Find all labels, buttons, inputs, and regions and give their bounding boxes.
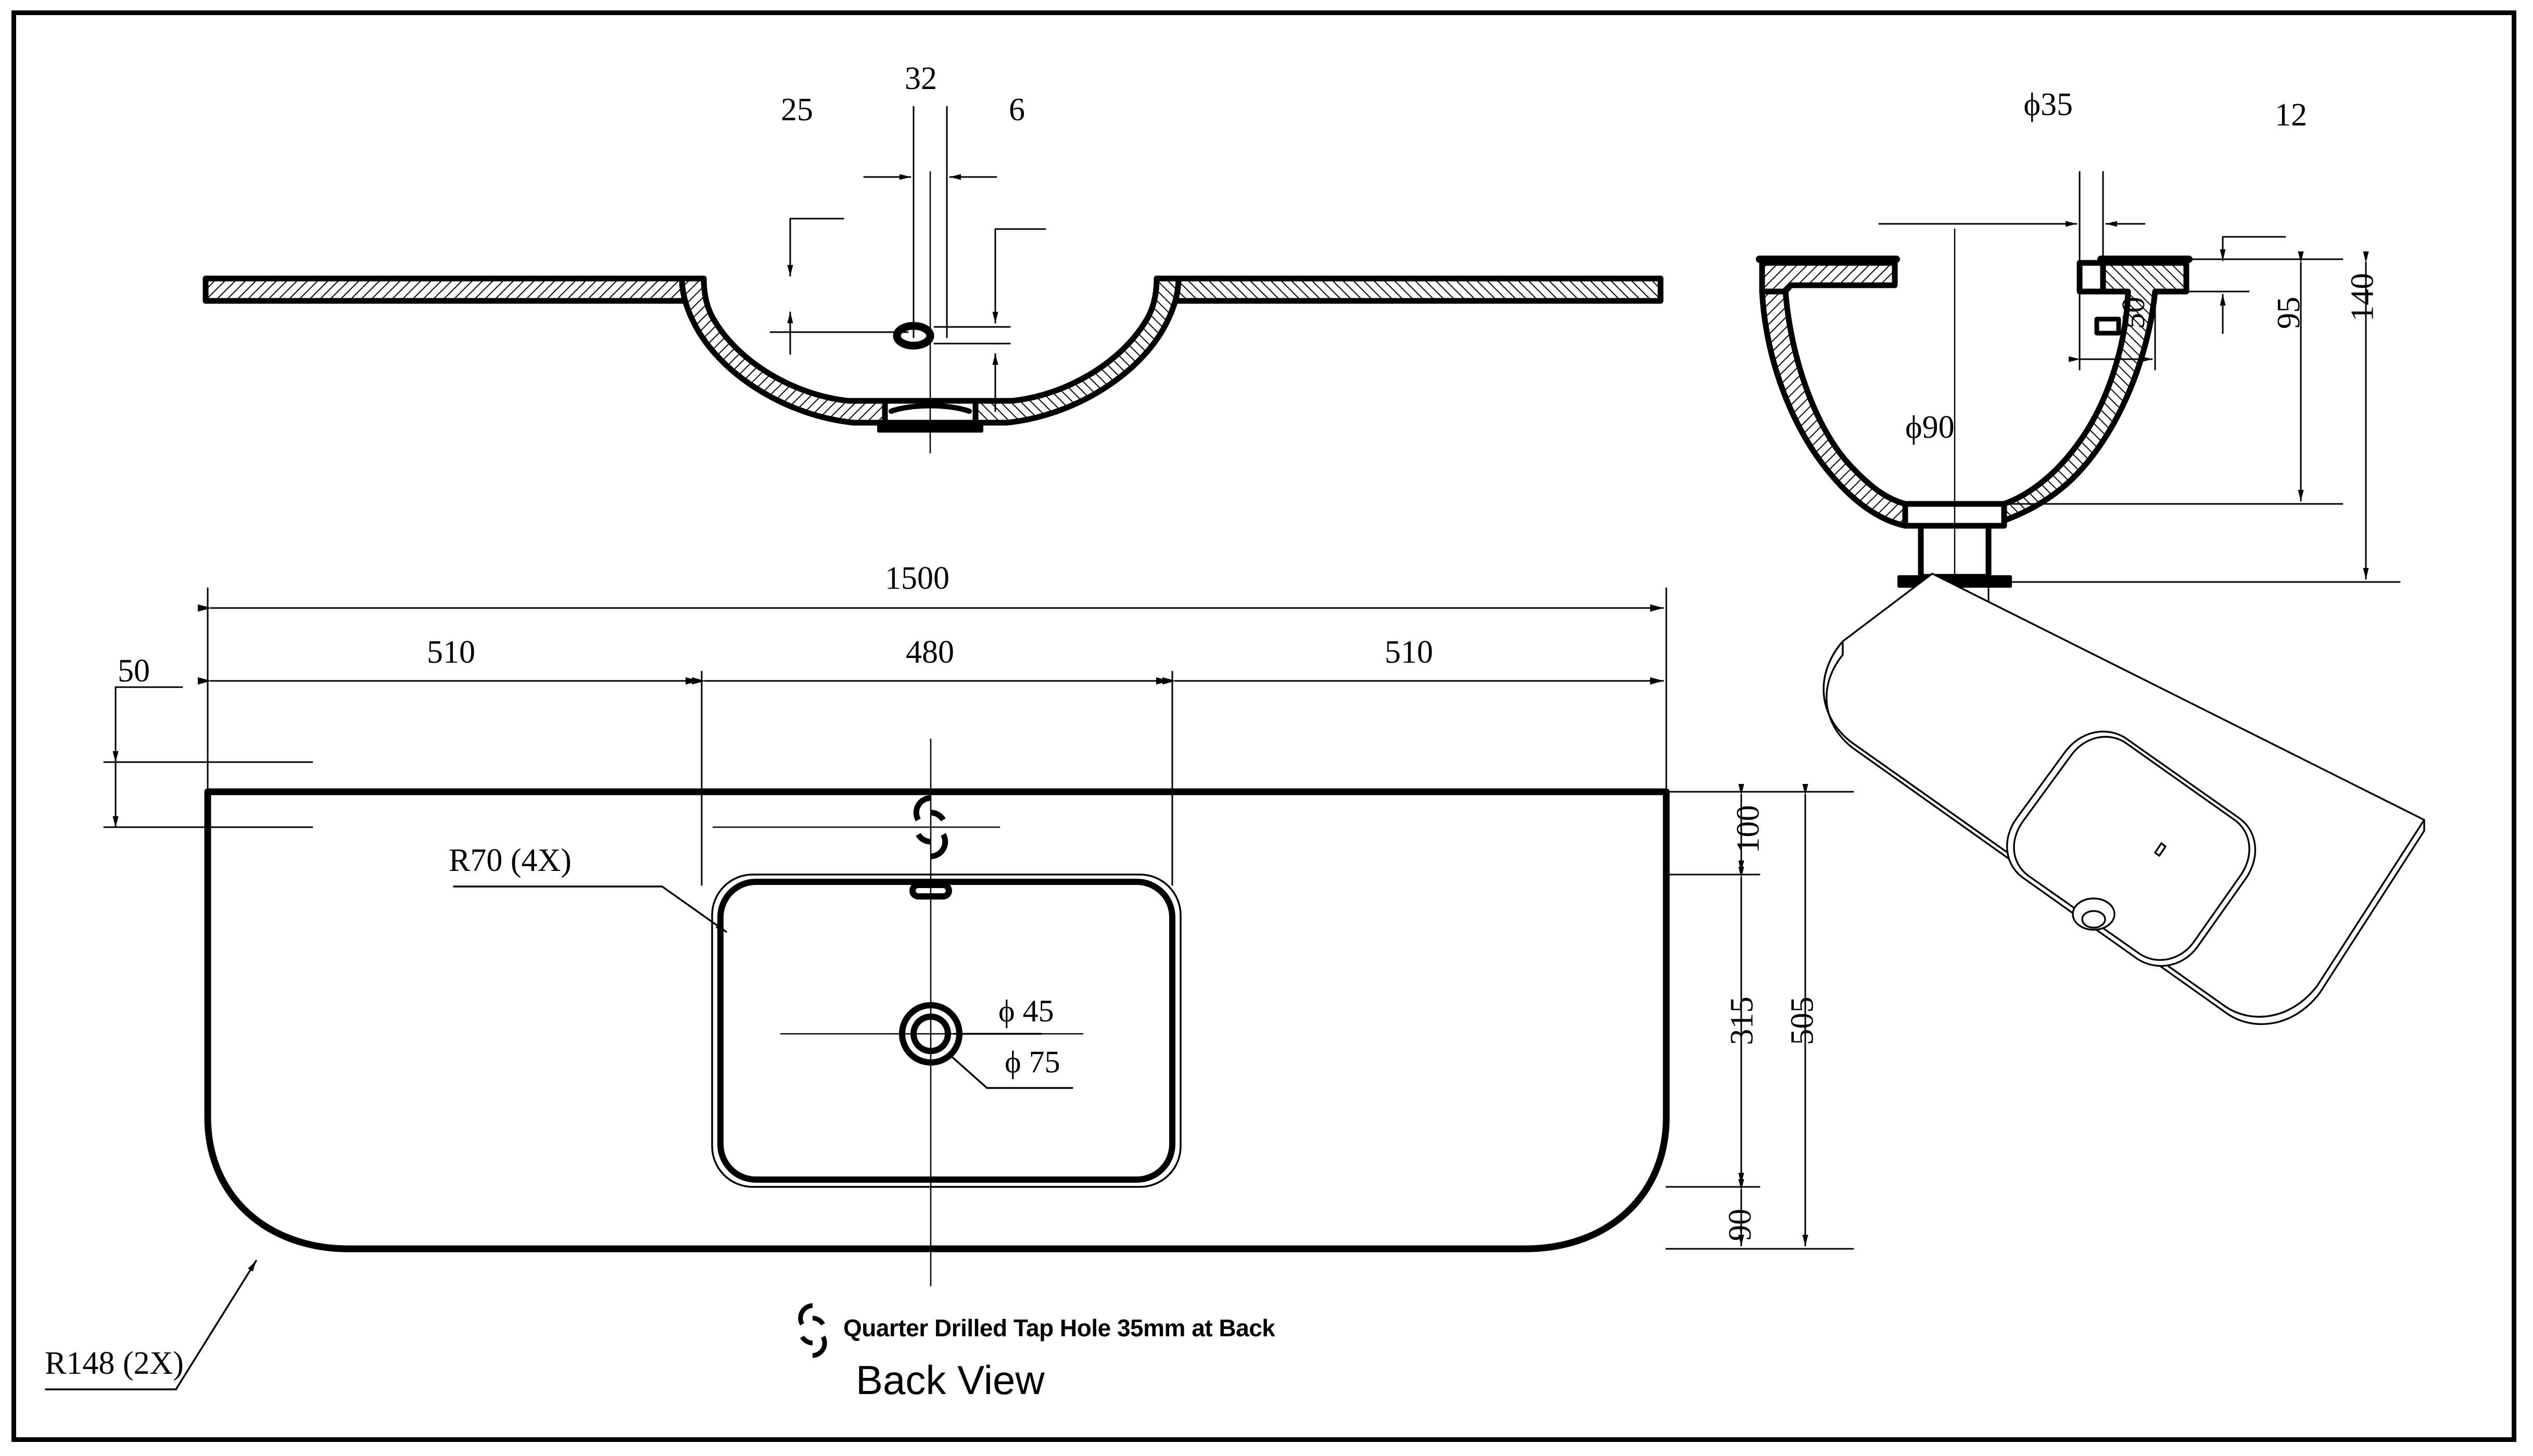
dim-140: 140 — [2345, 273, 2380, 322]
dim-phi90: ϕ90 — [1905, 410, 1955, 445]
dim-315: 315 — [1724, 996, 1760, 1045]
plan-view-geometry — [45, 587, 1854, 1390]
front-section-geometry — [202, 171, 1664, 454]
dim-50-side: 50 — [2116, 297, 2151, 329]
dim-95: 95 — [2271, 297, 2307, 329]
dim-25: 25 — [781, 92, 813, 128]
side-section-geometry — [1756, 228, 2193, 615]
dim-100: 100 — [1730, 805, 1766, 854]
dim-90-plan: 90 — [1723, 1209, 1758, 1241]
dim-510-right: 510 — [1385, 635, 1433, 670]
dim-6: 6 — [1009, 92, 1025, 128]
side-section-dims — [1878, 171, 2401, 655]
callout-r148: R148 (2X) — [45, 1346, 184, 1381]
callout-phi75: ϕ 75 — [1005, 1045, 1060, 1079]
dim-phi35: ϕ35 — [2023, 87, 2073, 122]
iso-view-geometry — [1822, 573, 2425, 1025]
front-section-dims — [769, 106, 1046, 412]
dim-32: 32 — [905, 61, 937, 96]
dim-1500: 1500 — [885, 561, 949, 596]
dim-12: 12 — [2275, 97, 2307, 133]
view-label-back-view: Back View — [856, 1357, 1045, 1403]
dim-50-plan: 50 — [118, 653, 150, 689]
callout-phi45: ϕ 45 — [998, 994, 1054, 1028]
tap-hole-note: Quarter Drilled Tap Hole 35mm at Back — [843, 1314, 1275, 1341]
callout-r70: R70 (4X) — [449, 843, 572, 878]
dim-480: 480 — [906, 635, 954, 670]
dim-510-left: 510 — [427, 635, 475, 670]
dim-505: 505 — [1784, 996, 1820, 1045]
